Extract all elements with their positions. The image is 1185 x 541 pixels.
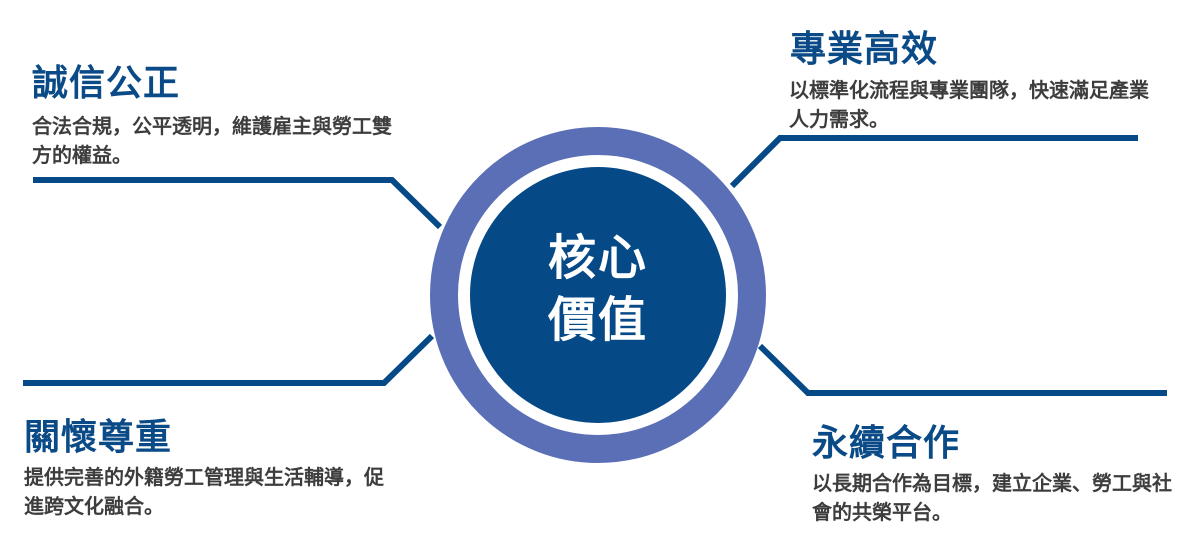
core-label-line1: 核心 <box>547 232 648 285</box>
value-desc-sustainability: 以長期合作為目標，建立企業、勞工與社會的共榮平台。 <box>812 473 1172 524</box>
value-title-integrity: 誠信公正 <box>32 62 181 103</box>
value-desc-integrity: 合法合規，公平透明，維護雇主與勞工雙方的權益。 <box>32 116 392 167</box>
value-desc-care: 提供完善的外籍勞工管理與生活輔導，促進跨文化融合。 <box>24 467 384 518</box>
value-title-sustainability: 永續合作 <box>812 422 961 463</box>
core-label-line2: 價值 <box>547 294 648 347</box>
value-desc-efficiency: 以標準化流程與專業團隊，快速滿足產業人力需求。 <box>789 80 1149 131</box>
connector-top-right <box>729 135 1138 189</box>
value-title-care: 關懷尊重 <box>24 416 173 457</box>
connector-bottom-right <box>757 343 1167 396</box>
outer-ring <box>430 127 766 463</box>
connector-bottom-left <box>23 333 435 386</box>
core-label: 核心 價值 <box>498 228 698 352</box>
core-circle <box>470 167 726 423</box>
value-title-efficiency: 專業高效 <box>790 28 939 69</box>
connector-top-left <box>33 177 443 230</box>
